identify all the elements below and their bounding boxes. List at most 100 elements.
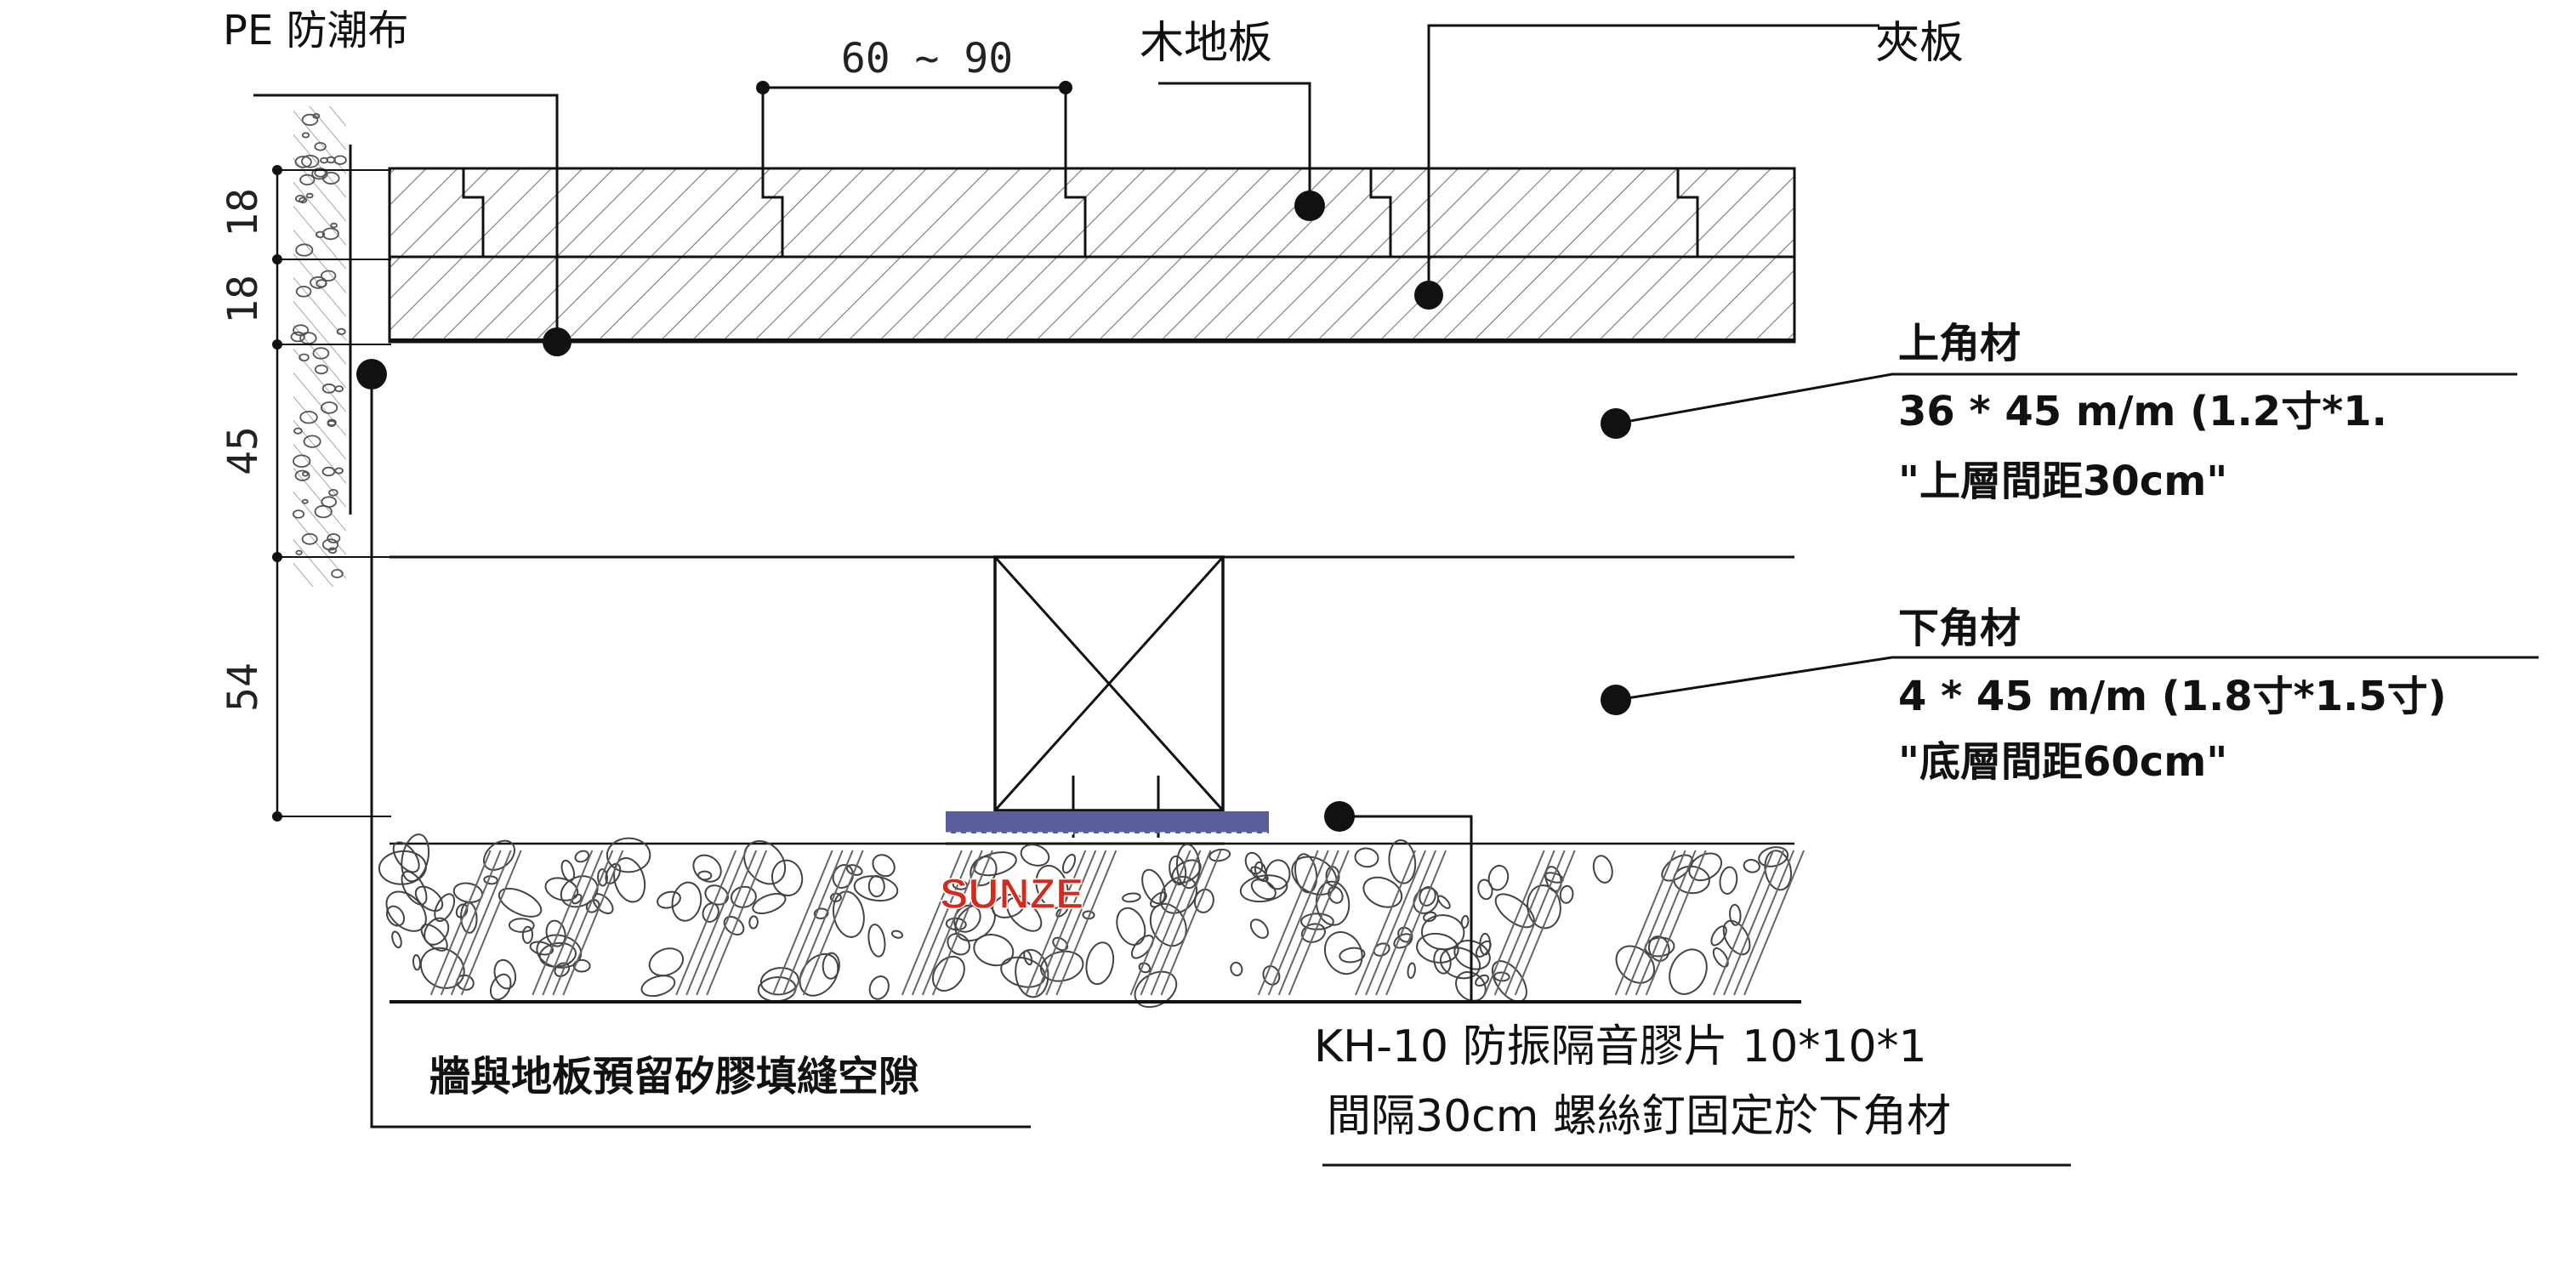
wall-stone [312,112,321,119]
aggregate-stone [385,905,406,927]
dimension-tick-3 [272,339,391,350]
aggregate-stone [606,837,651,873]
aggregate-stone [973,934,1015,967]
aggregate-stone [420,924,448,952]
wall [290,106,352,587]
aggregate-hatch [1025,850,1117,996]
wall-stone [327,533,341,543]
aggregate-stone [868,975,890,1000]
aggregate-stone [1453,939,1491,970]
floor-joint-4 [1369,168,1392,257]
wall-stone [295,285,312,298]
aggregate-stone [1397,926,1413,943]
spacing-left-dot [756,81,770,94]
aggregate-stone [1362,876,1403,908]
callout-lower-joist: 下角材 4 * 45 m/m (1.8寸*1.5寸) "底層間距60cm" [1601,605,2539,786]
aggregate-stone [538,941,577,968]
wood-floor-layer [388,167,1796,259]
wall-stone [295,549,303,555]
aggregate-stone [498,887,543,918]
aggregate-stone [1193,888,1214,913]
aggregate-stone [483,839,515,871]
aggregate-stone [1712,947,1729,968]
callout-wood-floor: 木地板 [1140,18,1325,221]
aggregate-stone [571,893,583,905]
wall-stone [321,466,336,477]
callout-upper-joist: 上角材 36 * 45 m/m (1.2寸*1. "上層間距30cm" [1601,320,2517,505]
aggregate-stone [1475,974,1490,987]
aggregate-stone [1141,868,1166,905]
rubber-pad [946,811,1269,845]
aggregate-stone [424,917,450,946]
callout-spacing: 60 ~ 90 [756,35,1072,168]
floor-joint-5 [1676,168,1699,257]
wall-stone [336,327,346,335]
wall-stone [320,401,338,414]
aggregate-stone [489,973,512,1001]
leader-rubber-pad [1339,815,1473,1004]
aggregate-hatch [901,850,993,996]
leader-wall-gap [370,374,1031,1129]
wall-stone [294,469,310,481]
aggregate-stone [1416,932,1459,964]
wall-stone [305,192,314,199]
leader-plywood [1427,24,1879,293]
wall-stone [331,569,344,578]
aggregate-stone [378,850,427,885]
wall-stone [321,538,339,551]
label-rubber-pad-line1: KH-10 防振隔音膠片 10*10*1 [1314,1021,1927,1072]
aggregate-stone [1130,934,1154,959]
aggregate-stone [1527,884,1561,930]
aggregate-stone [1239,874,1288,903]
aggregate-stone [1475,940,1492,958]
label-pe-film: PE 防潮布 [223,7,409,54]
aggregate-stone [1249,918,1269,939]
aggregate-stone [1323,931,1363,975]
aggregate-stone [1000,956,1046,988]
wall-stone [334,467,344,475]
aggregate-stone [419,947,465,989]
concrete-aggregate [378,833,1805,1009]
aggregate-stone [648,947,685,977]
aggregate-stone [1006,896,1043,932]
floor-joint-1 [462,168,485,257]
aggregate-hatch [675,850,768,996]
leader-upper-joist [1615,372,2517,425]
wood-floor-board [388,167,1796,259]
aggregate-stone [931,955,965,992]
dimension-tick-5 [272,811,391,822]
aggregate-stone [1138,962,1152,974]
aggregate-hatch [1713,850,1805,996]
aggregate-stone [434,893,456,923]
concrete-slab [378,833,1805,1009]
aggregate-stone [1159,875,1198,914]
aggregate-stone [1354,847,1379,868]
aggregate-stone [1421,914,1465,951]
dimension-tick-2 [272,254,391,264]
sunze-watermark-logo: SUNZE [940,870,1083,918]
aggregate-stone [1061,853,1077,874]
aggregate-stone [1722,919,1751,956]
dimension-tick-1 [272,165,391,175]
aggregate-stone [1208,848,1231,862]
leader-lower-joist [1615,656,2539,702]
wall-stone [312,347,330,360]
wall-stone [314,364,328,375]
label-lower-joist-spacing: "底層間距60cm" [1898,738,2227,786]
aggregate-stone [1230,961,1243,976]
aggregate-stone [671,881,702,922]
aggregate-stone [1719,866,1738,895]
marker-plywood [1414,281,1443,310]
callout-pe-film: PE 防潮布 [223,7,571,356]
aggregate-stone [1015,948,1049,998]
wall-stone [303,435,321,448]
aggregate-stone [1407,962,1416,979]
aggregate-stone [574,850,590,863]
wall-stone [292,509,305,519]
aggregate-stone [1250,878,1277,901]
aggregate-stone [521,925,534,944]
plywood-layer [388,255,1796,344]
aggregate-hatch [1129,850,1222,996]
aggregate-stone [1020,844,1050,867]
wall-stone [315,230,326,238]
